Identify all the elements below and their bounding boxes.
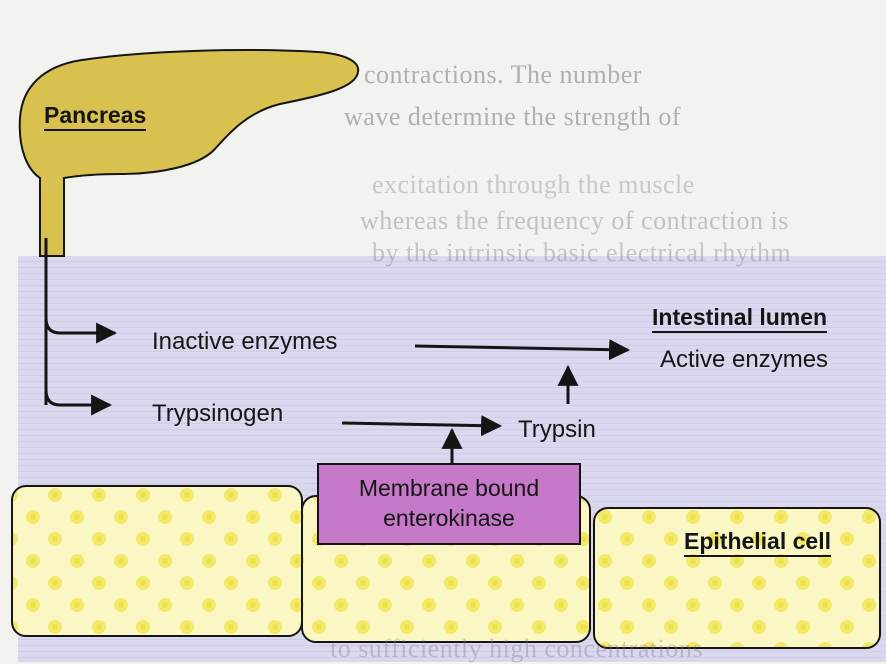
inactive-enzymes-label: Inactive enzymes (152, 330, 337, 354)
enterokinase-label-line2: enterokinase (318, 503, 580, 533)
bleed-text-6: to sufficiently high concentrations (330, 634, 703, 664)
epithelial-cell-label: Epithelial cell (684, 530, 831, 557)
pancreas-shape (20, 50, 358, 256)
trypsinogen-label: Trypsinogen (152, 402, 283, 426)
bleed-text-2: wave determine the strength of (344, 102, 681, 132)
pancreas-label: Pancreas (44, 104, 146, 131)
active-enzymes-label: Active enzymes (660, 348, 828, 372)
enterokinase-label: Membrane bound enterokinase (318, 473, 580, 533)
epithelial-cell-left (12, 486, 302, 636)
bleed-text-4: whereas the frequency of contraction is (360, 206, 789, 236)
bleed-text-5: by the intrinsic basic electrical rhythm (372, 238, 791, 268)
bleed-text-1: contractions. The number (364, 60, 642, 90)
bleed-text-3: excitation through the muscle (372, 170, 695, 200)
trypsin-label: Trypsin (518, 418, 596, 442)
enterokinase-label-line1: Membrane bound (318, 473, 580, 503)
intestinal-lumen-label: Intestinal lumen (652, 306, 827, 333)
